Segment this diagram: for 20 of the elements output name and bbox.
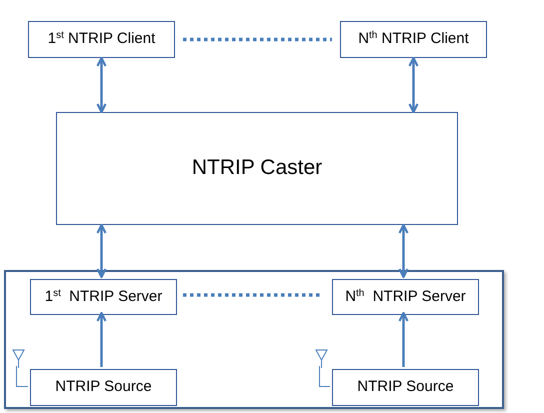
process-box: N$^{th}$ NTRIP Server (332, 279, 479, 315)
arrow (408, 56, 419, 114)
arrow (96, 224, 107, 278)
antenna-icon (315, 349, 328, 368)
group-frame (4, 270, 504, 409)
arrow (398, 224, 409, 278)
arrow (96, 312, 107, 367)
dotted-connector (183, 293, 322, 297)
process-box: 1$^{st}$ NTRIP Client (28, 21, 175, 58)
antenna-wire (16, 366, 28, 387)
process-box: 1$^{st}$ NTRIP Server (30, 279, 177, 315)
antenna-icon (12, 349, 25, 368)
antenna-wire (319, 366, 330, 387)
process-box: NTRIP Source (332, 369, 479, 406)
dotted-connector (183, 38, 332, 42)
arrow (96, 56, 107, 114)
process-box: N$^{th}$ NTRIP Client (340, 21, 487, 58)
arrow (398, 312, 409, 367)
caster-box: NTRIP Caster (56, 112, 458, 225)
process-box: NTRIP Source (30, 369, 177, 406)
